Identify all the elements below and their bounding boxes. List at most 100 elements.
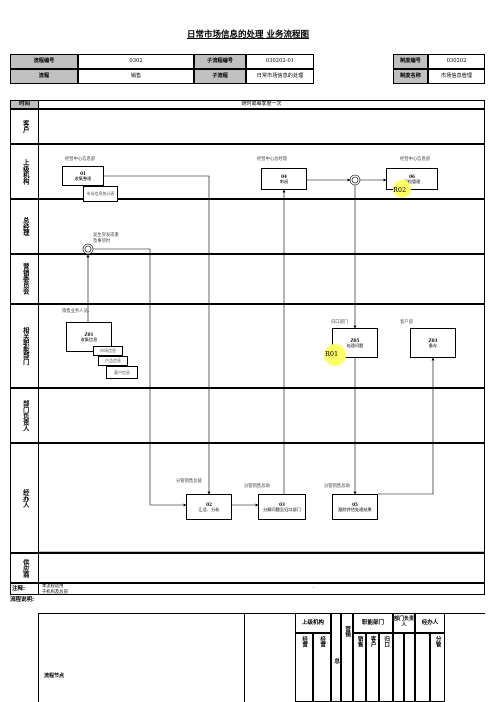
box-number: 02	[206, 501, 212, 507]
box-text: 收集整理	[74, 176, 92, 181]
footer-desc-label: 流程说明:	[10, 597, 35, 603]
risk-label-r01: R01	[325, 350, 339, 358]
lane-label: 经办人	[21, 488, 29, 508]
doc-customer-info: 客户信息	[106, 366, 138, 379]
lane-label: 相关职能部门	[21, 327, 29, 365]
lane-body	[39, 304, 485, 388]
col-dept-2: 客户	[369, 636, 376, 647]
note-handler-b: 分管销售总助	[244, 484, 270, 489]
process-value: 销售	[78, 69, 194, 84]
sub-no-label: 子流程编号	[194, 54, 246, 69]
note-dept: 销售业务人员、	[62, 309, 93, 314]
system-name-label: 制度名称	[393, 69, 428, 84]
box-number: 04	[281, 173, 287, 179]
box-text: 分解问题至归口部门	[263, 507, 301, 512]
col-upper-2: 经营	[319, 636, 326, 647]
box-number: Z03	[428, 337, 438, 343]
lane-label: 客户	[21, 120, 29, 133]
col-dept-3: 归口	[383, 636, 390, 647]
page-title: 日常市场信息的处理 业务流程图	[187, 30, 309, 40]
col-dept-1: 销售	[356, 636, 363, 647]
process-label: 流程	[10, 69, 78, 84]
note-upper-b: 经营中心总经理	[257, 157, 288, 162]
box-number: 06	[409, 173, 415, 179]
process-box-05[interactable]: 05 跟踪并估处理结果	[332, 494, 378, 520]
footer-note-label: 注释:	[10, 583, 39, 595]
box-text: 归档管理	[403, 179, 421, 184]
lane-label: 营销委员会	[21, 263, 29, 295]
sub-value: 日常市场信息的处理	[246, 69, 314, 84]
connector-01-02	[104, 175, 211, 495]
box-text: 审阅	[279, 179, 289, 184]
box-number: Z01	[84, 331, 94, 337]
doc-statistics-table: 市场信息统计表	[83, 186, 118, 202]
risk-highlight-r02	[393, 180, 411, 198]
col-handler: 经办人	[415, 613, 445, 633]
footer-note-cell	[39, 583, 485, 595]
box-number: Z05	[350, 337, 360, 343]
system-no-label: 制度编号	[393, 54, 428, 69]
lane-body	[39, 199, 485, 254]
box-number: 05	[352, 501, 358, 507]
footer-note-text-1: 本流程适用	[42, 584, 64, 589]
col-dept: 职能部门	[353, 613, 393, 633]
lane-label: 总经理	[21, 217, 29, 236]
sub-label: 子流程	[194, 69, 246, 84]
note-dept-c: 客户部	[400, 320, 413, 325]
process-box-04[interactable]: 04 审阅	[261, 168, 307, 190]
system-no-value: 030202	[428, 54, 485, 69]
box-text: 跟踪并估处理结果	[338, 507, 372, 512]
process-no-label: 流程编号	[10, 54, 78, 69]
doc-market-info: 市场信息	[93, 346, 123, 356]
box-text: 处理问题	[346, 343, 364, 348]
connector-05-z03	[378, 357, 435, 495]
doc-product-info: 产品信息	[98, 356, 128, 366]
lane-body	[39, 443, 485, 553]
lane-body	[39, 388, 485, 443]
lane-body	[39, 109, 485, 144]
connector-gm-02	[88, 248, 187, 507]
col-dept-head: 部门负责人	[393, 613, 415, 633]
sub-no-value: 030202-01	[246, 54, 314, 69]
process-box-02[interactable]: 02 汇总、分析	[186, 494, 232, 520]
footer-dash: -	[313, 586, 315, 591]
note-gm-2: 急事项时	[93, 239, 111, 244]
note-dept-b: 归口部门	[331, 320, 349, 325]
lane-label: 部门负责人	[21, 399, 29, 432]
flow-description-table	[38, 613, 485, 702]
note-gm-1: 发生突发或重	[93, 233, 119, 238]
note-handler-c: 分管销售总助	[324, 484, 350, 489]
lane-label: 上级机构	[21, 158, 29, 185]
process-box-01[interactable]: 01 收集整理	[62, 166, 104, 186]
col-handler-1: 分管	[434, 636, 441, 647]
lane-body	[39, 144, 485, 199]
process-box-z01[interactable]: Z01 收集信息	[66, 322, 112, 352]
box-text: 备存	[428, 343, 438, 348]
process-box-03[interactable]: 03 分解问题至归口部门	[258, 494, 306, 520]
note-upper-c: 经营中心信息部	[400, 157, 431, 162]
system-name-value: 市场信息管理	[428, 69, 485, 84]
box-text: 汇总、分析	[198, 507, 220, 512]
lane-body	[39, 553, 485, 583]
footer-left-label: 流程节点	[44, 673, 65, 679]
risk-label-r02: R02	[393, 186, 407, 194]
lane-label: 供应商	[21, 558, 29, 578]
time-label: 时间	[10, 100, 39, 109]
risk-highlight-r01	[324, 344, 346, 366]
col-marketing: 营销	[344, 626, 351, 637]
box-number: 01	[80, 170, 86, 176]
note-handler-a: 分管销售总裁	[176, 479, 202, 484]
process-box-z05[interactable]: Z05 处理问题	[332, 328, 378, 358]
box-text: 收集信息	[80, 337, 98, 342]
lane-body	[39, 254, 485, 304]
col-upper-1: 经营	[301, 636, 308, 647]
note-upper-a: 经营中心信息部	[65, 157, 96, 162]
process-no-value: 0302	[78, 54, 194, 69]
process-box-z03[interactable]: Z03 备存	[410, 328, 456, 358]
col-gm: 总	[333, 658, 340, 664]
time-value: 随时或每季度一次	[39, 100, 485, 109]
col-upper-org: 上级机构	[295, 613, 331, 633]
box-number: 03	[279, 501, 285, 507]
footer-note-text-2: 于机构及总部	[42, 590, 68, 595]
